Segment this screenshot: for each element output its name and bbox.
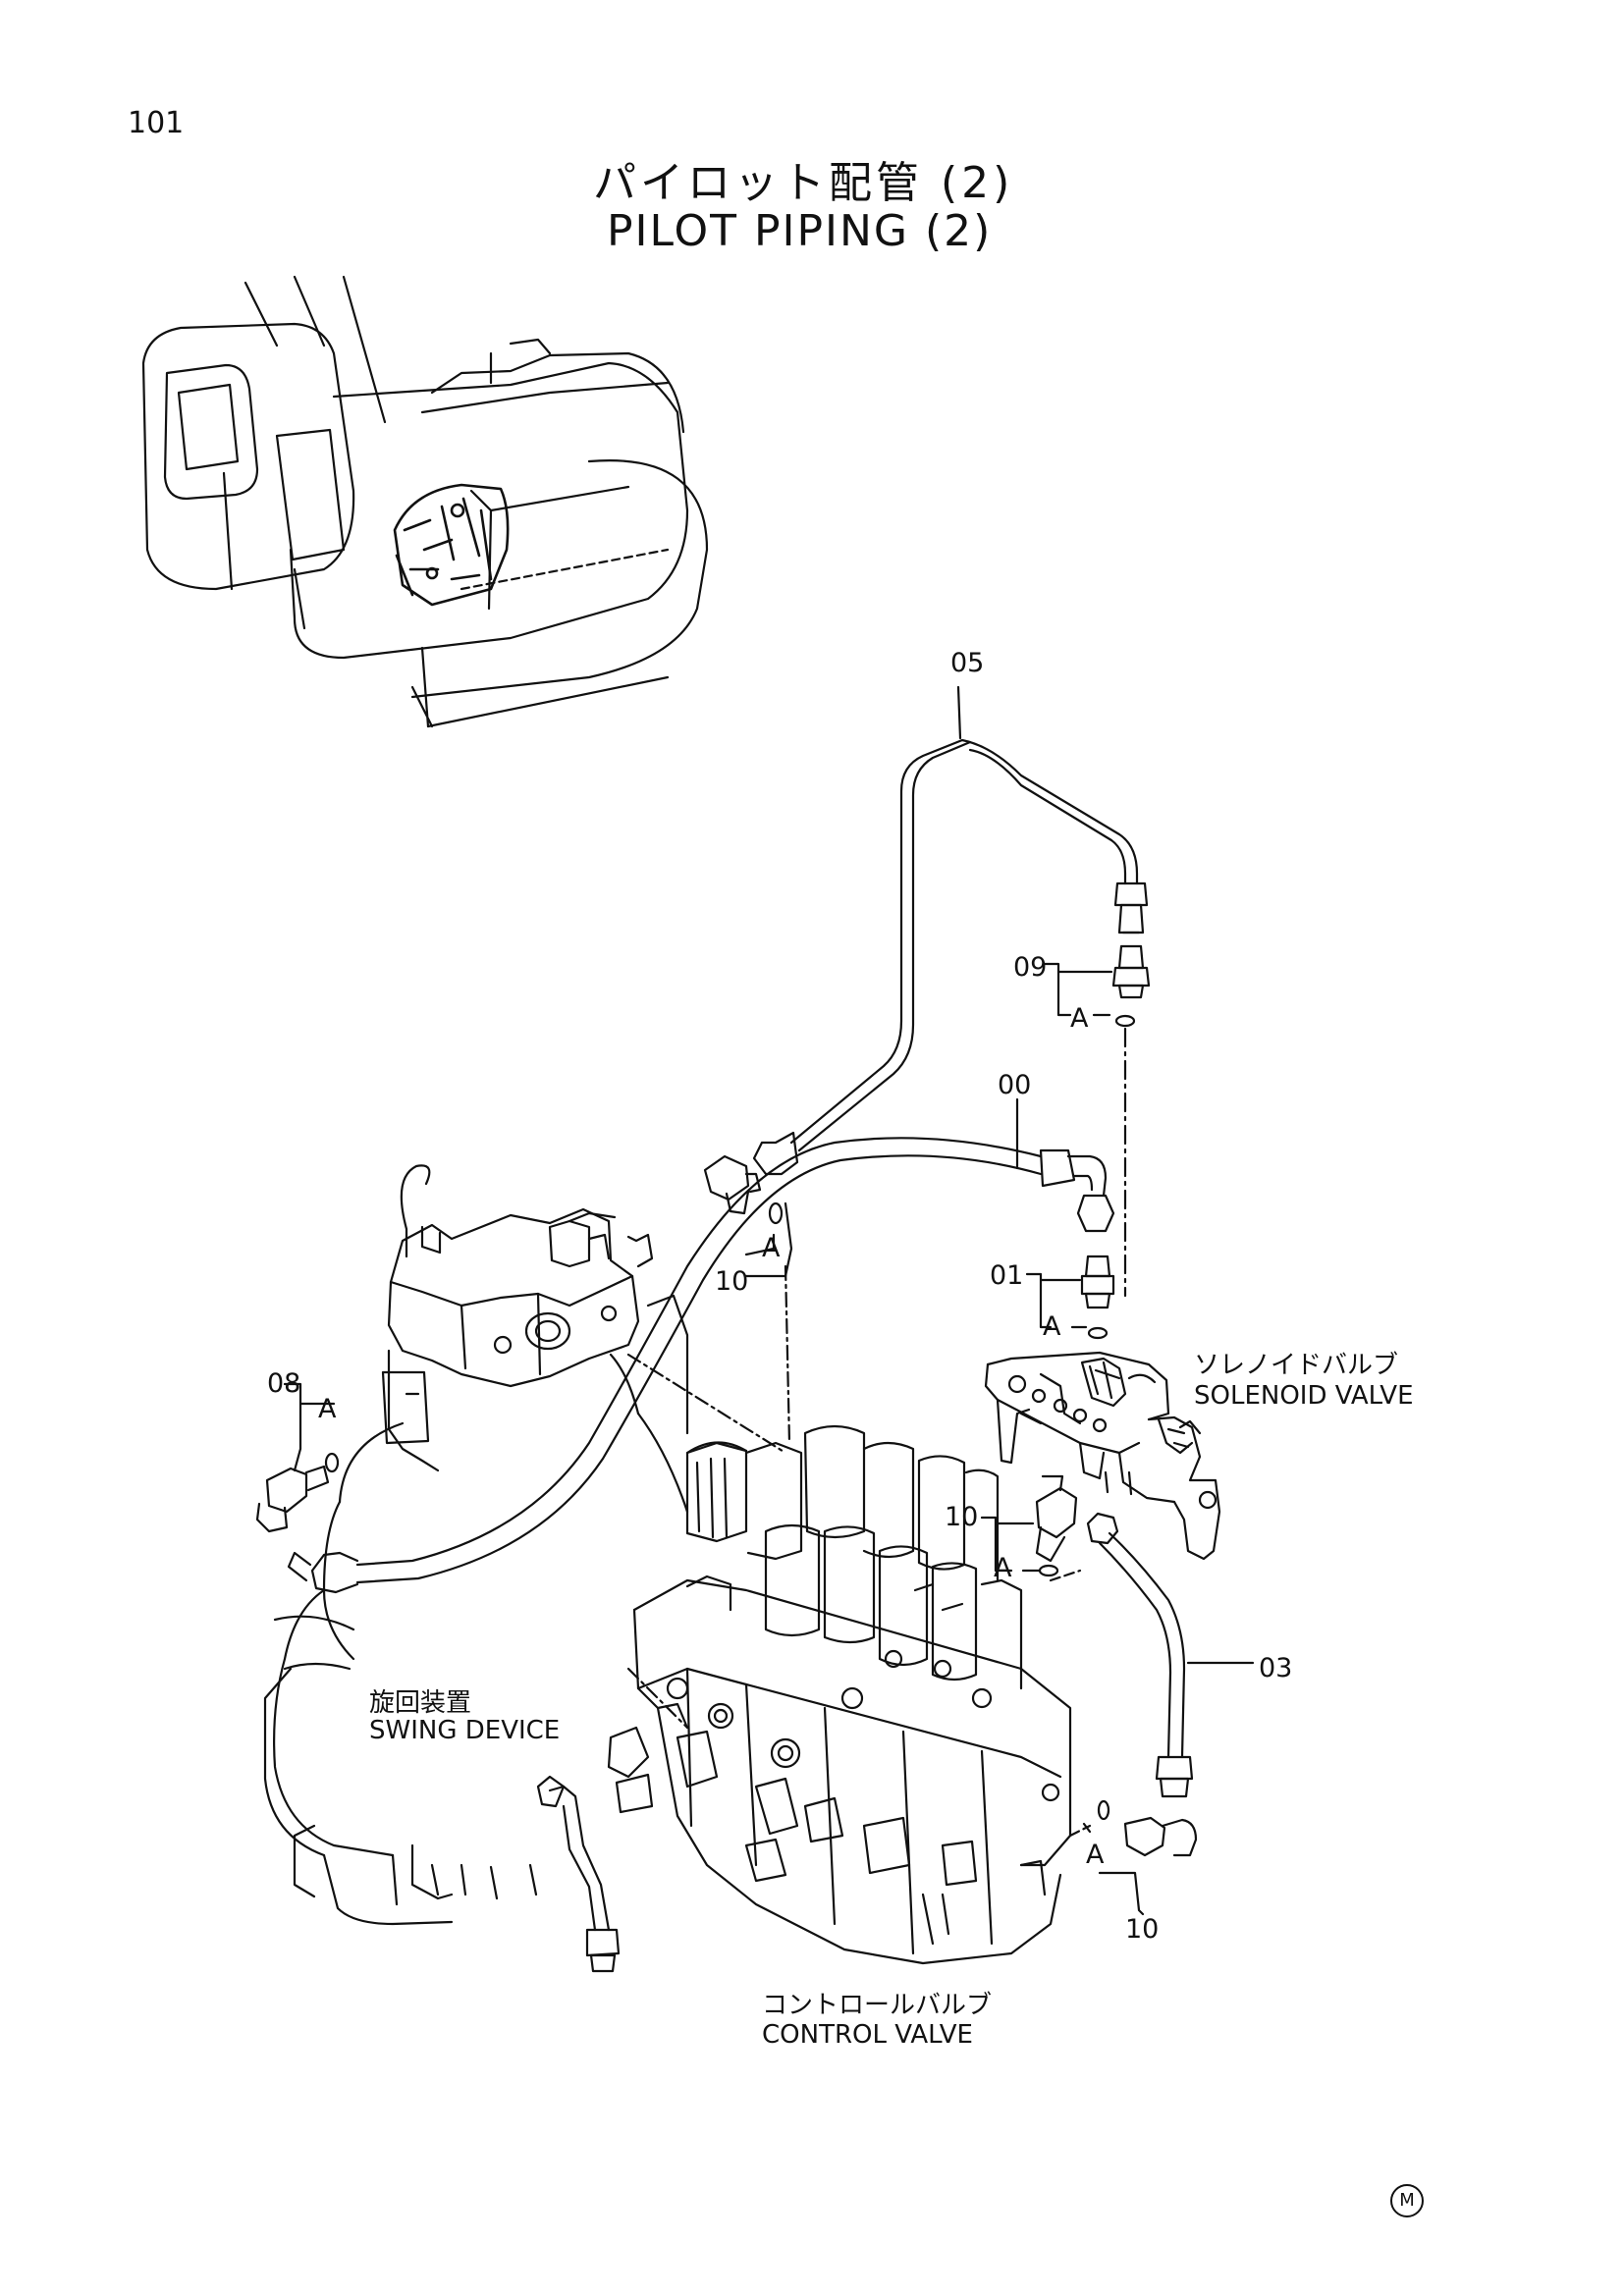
part-label-01: 01	[990, 1260, 1024, 1291]
swing-device	[263, 1164, 689, 1973]
excavator-overview-sketch	[141, 275, 709, 728]
elbow-10-upper	[703, 1154, 793, 1278]
solenoid-valve-label-jp: ソレノイドバルブ	[1194, 1351, 1399, 1380]
hose-00	[287, 1097, 1115, 1594]
adapter-09	[1043, 944, 1151, 1028]
solenoid-valve	[984, 1351, 1221, 1561]
part-label-10-lower: 10	[1125, 1914, 1160, 1945]
title-english: PILOT PIPING (2)	[607, 206, 993, 256]
title-japanese: パイロット配管 (2)	[593, 158, 1014, 208]
control-valve-label-en: CONTROL VALVE	[762, 2020, 973, 2050]
callout-a-01: A	[1043, 1311, 1061, 1342]
pipe-05	[752, 685, 1149, 1176]
part-label-09: 09	[1013, 952, 1048, 983]
part-label-00: 00	[998, 1070, 1032, 1100]
m-mark-icon: M	[1390, 2184, 1424, 2217]
control-valve	[607, 1264, 1092, 1965]
callout-a-08: A	[318, 1394, 337, 1424]
elbow-08	[255, 1382, 340, 1533]
elbow-10-mid	[980, 1474, 1078, 1577]
elbow-10-lower	[1082, 1799, 1198, 1916]
callout-a-09: A	[1070, 1003, 1089, 1034]
page-number: 101	[128, 106, 185, 140]
swing-device-label-en: SWING DEVICE	[369, 1716, 561, 1745]
swing-device-label-jp: 旋回装置	[369, 1688, 472, 1718]
pipe-03	[1086, 1512, 1255, 1798]
control-valve-label-jp: コントロールバルブ	[762, 1991, 993, 2020]
adapter-01	[1025, 1255, 1115, 1340]
part-label-10-mid: 10	[945, 1502, 979, 1532]
solenoid-valve-label-en: SOLENOID VALVE	[1194, 1381, 1414, 1411]
part-label-05: 05	[950, 648, 985, 678]
callout-a-10-lower: A	[1086, 1840, 1105, 1870]
part-label-03: 03	[1259, 1653, 1293, 1683]
part-label-10-upper: 10	[715, 1266, 749, 1297]
